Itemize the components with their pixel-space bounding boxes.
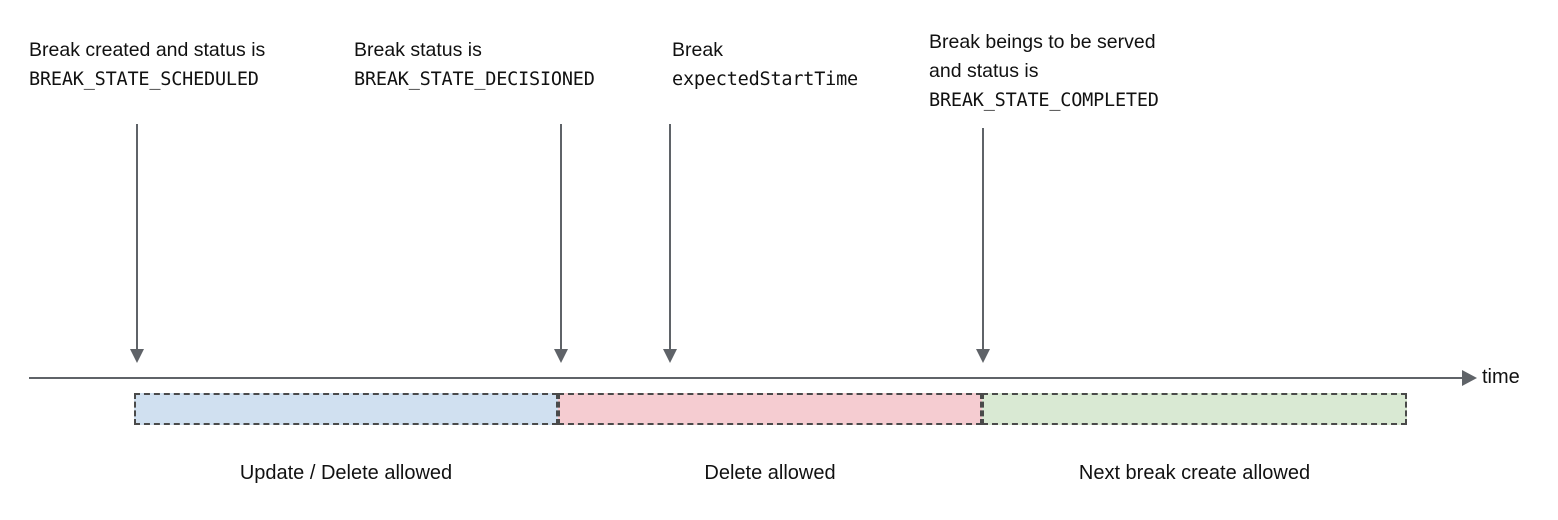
arrow-shaft [982, 128, 984, 350]
arrow-down-icon-scheduled [129, 124, 145, 363]
annotation-decisioned-line-1: Break status is [354, 39, 482, 61]
phase-bar-next-break [982, 393, 1407, 425]
annotation-completed-line-2: and status is [929, 60, 1039, 82]
arrow-shaft [136, 124, 138, 350]
annotation-decisioned: Break status is BREAK_STATE_DECISIONED [354, 36, 595, 94]
phase-bar-delete-only [558, 393, 982, 425]
annotation-completed-code: BREAK_STATE_COMPLETED [929, 90, 1159, 111]
arrow-shaft [560, 124, 562, 350]
annotation-completed-line-1: Break beings to be served [929, 31, 1156, 53]
arrow-head [976, 349, 990, 363]
arrow-head [554, 349, 568, 363]
arrow-head [663, 349, 677, 363]
annotation-expected-start-line-1: Break [672, 39, 723, 61]
arrow-down-icon-decisioned [553, 124, 569, 363]
annotation-scheduled-line-1: Break created and status is [29, 39, 266, 61]
arrow-down-icon-completed [975, 128, 991, 363]
annotation-expected-start-code: expectedStartTime [672, 69, 858, 90]
phase-caption-next-break: Next break create allowed [1078, 462, 1311, 484]
time-axis-label: time [1482, 366, 1520, 388]
annotation-scheduled: Break created and status is BREAK_STATE_… [29, 36, 265, 94]
annotation-scheduled-code: BREAK_STATE_SCHEDULED [29, 69, 259, 90]
arrow-head [130, 349, 144, 363]
annotation-completed: Break beings to be served and status is … [929, 28, 1159, 115]
arrow-down-icon-expected-start [662, 124, 678, 363]
annotation-expected-start: Break expectedStartTime [672, 36, 858, 94]
phase-caption-update-delete: Update / Delete allowed [239, 462, 453, 484]
phase-caption-delete-only: Delete allowed [704, 462, 836, 484]
arrow-right-icon [1462, 370, 1477, 386]
phase-bar-update-delete [134, 393, 558, 425]
time-axis-line [29, 377, 1472, 379]
arrow-shaft [669, 124, 671, 350]
annotation-decisioned-code: BREAK_STATE_DECISIONED [354, 69, 595, 90]
